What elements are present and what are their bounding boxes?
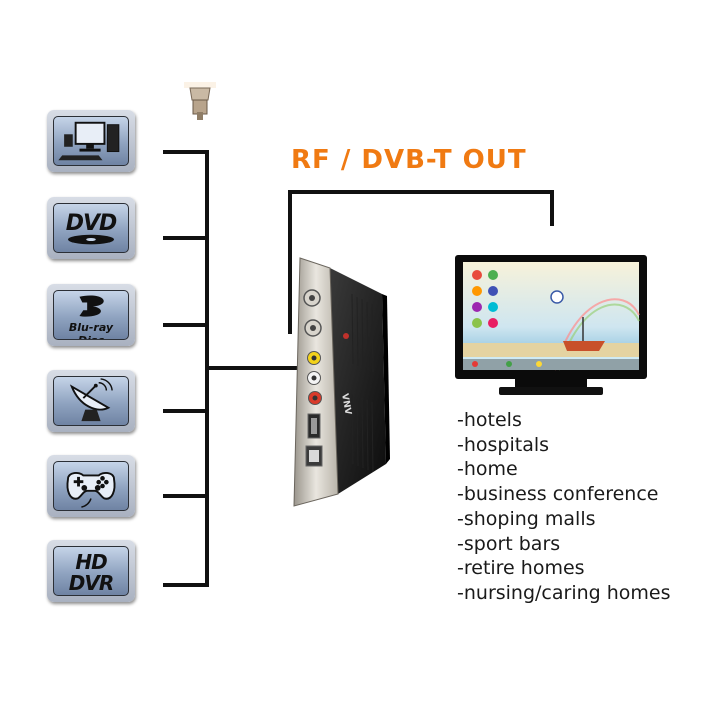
rf-line-down-right [550,190,554,226]
antenna-connector-icon [180,82,220,122]
dvr-label: DVR [68,571,114,595]
rf-line-down-left [288,190,292,334]
connector-game [163,494,209,498]
source-satellite [47,370,135,432]
connector-dvd [163,236,209,240]
rf-line-top [288,190,554,194]
source-game-console [47,455,135,517]
use-case-list: -hotels -hospitals -home -business confe… [457,408,671,606]
list-item: -business conference [457,483,659,506]
dvd-label: DVD [65,211,118,236]
bluray-logo-icon [79,295,104,317]
list-item: -retire homes [457,557,585,580]
connector-computer [163,150,209,154]
hd-dvr-icon: HD DVR [53,546,129,596]
satellite-dish-icon [69,378,113,422]
list-item: -home [457,458,518,481]
source-bluray: Blu-ray Disc [47,284,135,346]
list-item: -shoping malls [457,507,596,530]
modulator-box-icon: VNV [290,254,395,510]
source-dvd: DVD [47,197,135,259]
list-item: -nursing/caring homes [457,581,671,604]
connector-dvr [163,583,209,587]
gamepad-icon [66,471,116,508]
computer-icon [58,121,120,161]
tv-icon [455,255,647,397]
list-item: -hotels [457,409,522,431]
connector-satellite [163,409,209,413]
dvd-logo-icon [67,234,115,245]
list-item: -hospitals [457,433,550,456]
rf-dvbt-out-label: RF / DVB-T OUT [291,145,527,175]
hd-label: HD [75,550,107,574]
connector-to-modulator [205,366,297,370]
connector-bluray [163,323,209,327]
modulator-brand: VNV [339,393,353,416]
bluray-label: Blu-ray Disc [68,321,114,339]
list-item: -sport bars [457,532,561,555]
source-hd-dvr: HD DVR [47,540,135,602]
source-computer [47,110,135,172]
